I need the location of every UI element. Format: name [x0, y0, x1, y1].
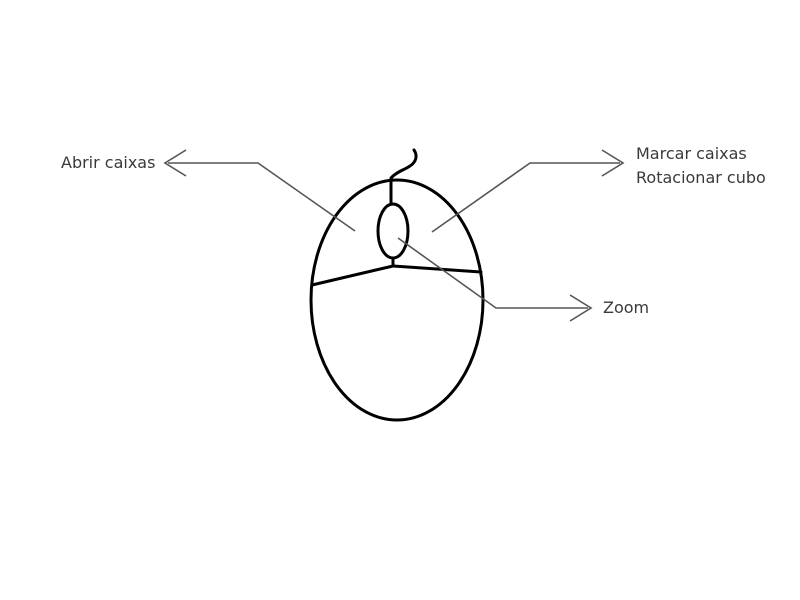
label-marcar-caixas: Marcar caixas — [636, 144, 747, 163]
arrow-scroll-wheel — [397, 237, 588, 309]
label-zoom: Zoom — [603, 298, 650, 317]
label-rotacionar-cubo: Rotacionar cubo — [636, 168, 766, 187]
mouse-body — [309, 178, 485, 422]
arrowhead-zoom — [569, 294, 593, 322]
arrowhead-right — [601, 149, 625, 177]
scroll-wheel — [376, 202, 410, 260]
arrow-left-button — [168, 162, 356, 232]
arrow-right-button — [431, 162, 620, 233]
mouse-cable — [389, 148, 418, 204]
label-abrir-caixas: Abrir caixas — [61, 153, 156, 172]
mouse-drawing — [309, 148, 485, 422]
button-divider-left — [310, 264, 395, 287]
button-divider-right — [391, 264, 483, 274]
annotation-arrows — [163, 149, 625, 322]
arrowhead-left — [163, 149, 187, 177]
